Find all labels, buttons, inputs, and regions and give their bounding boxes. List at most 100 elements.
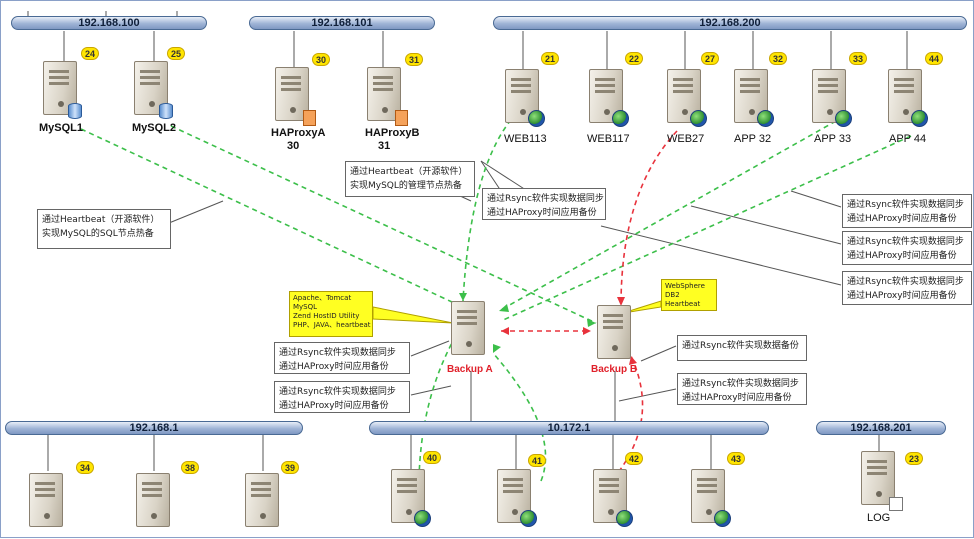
server-label-app32: APP 32 (734, 133, 772, 145)
server-badge-43: 43 (727, 452, 745, 465)
server-sublabel-haproxyB: 31 (378, 140, 391, 152)
server-label-web113: WEB113 (504, 133, 547, 145)
server-mysql2[interactable] (130, 61, 176, 123)
server-backup-b[interactable] (593, 305, 639, 367)
server-39[interactable] (241, 473, 287, 535)
server-log[interactable] (857, 451, 903, 513)
server-38[interactable] (132, 473, 178, 535)
callout-backup-a: Apache、Tomcat MySQL Zend HostID Utility … (289, 291, 373, 337)
note-rsync-backup-a-1: 通过Rsync软件实现数据同步 通过HAProxy时间应用备份 (274, 342, 410, 374)
server-app33[interactable] (808, 69, 854, 131)
server-web117[interactable] (585, 69, 631, 131)
note-rsync-center: 通过Rsync软件实现数据同步 通过HAProxy时间应用备份 (482, 188, 606, 220)
server-badge-38: 38 (181, 461, 199, 474)
note-line: 通过HAProxy时间应用备份 (279, 362, 389, 372)
server-badge-34: 34 (76, 461, 94, 474)
server-badge-32: 32 (769, 52, 787, 65)
server-badge-25: 25 (167, 47, 185, 60)
server-backup-a[interactable] (447, 301, 493, 363)
server-tower (136, 473, 170, 527)
server-label-haproxyA: HAProxyA (271, 127, 326, 139)
note-heartbeat-sql: 通过Heartbeat（开源软件） 实现MySQL的SQL节点热备 (37, 209, 171, 249)
note-line: 通过HAProxy时间应用备份 (487, 208, 597, 218)
note-heartbeat-mgmt: 通过Heartbeat（开源软件） 实现MySQL的管理节点热备 (345, 161, 475, 197)
server-label-app44: APP 44 (889, 133, 927, 145)
callout-line: DB2 (665, 291, 680, 299)
note-line: 通过HAProxy时间应用备份 (847, 251, 957, 261)
note-rsync-right-2: 通过Rsync软件实现数据同步 通过HAProxy时间应用备份 (842, 231, 972, 265)
database-icon (159, 103, 173, 119)
globe-icon (757, 110, 774, 127)
server-badge-21: 21 (541, 52, 559, 65)
globe-icon (528, 110, 545, 127)
callout-line: Apache、Tomcat (293, 294, 352, 302)
note-line: 通过HAProxy时间应用备份 (847, 291, 957, 301)
server-badge-24: 24 (81, 47, 99, 60)
note-rsync-right-3: 通过Rsync软件实现数据同步 通过HAProxy时间应用备份 (842, 271, 972, 305)
globe-icon (414, 510, 431, 527)
note-line: 通过HAProxy时间应用备份 (682, 393, 792, 403)
server-label-web117: WEB117 (587, 133, 630, 145)
callout-line: WebSphere (665, 282, 705, 290)
server-badge-41: 41 (528, 454, 546, 467)
globe-icon (835, 110, 852, 127)
server-40[interactable] (387, 469, 433, 531)
server-haproxyA[interactable] (271, 67, 317, 129)
server-label-backup-a: Backup A (447, 364, 493, 375)
server-label-haproxyB: HAProxyB (365, 127, 420, 139)
server-badge-33: 33 (849, 52, 867, 65)
note-line: 通过HAProxy时间应用备份 (847, 214, 957, 224)
note-line: 通过Rsync软件实现数据同步 (487, 194, 604, 204)
server-web113[interactable] (501, 69, 547, 131)
server-web27[interactable] (663, 69, 709, 131)
server-badge-27: 27 (701, 52, 719, 65)
callout-line: MySQL (293, 303, 318, 311)
globe-icon (520, 510, 537, 527)
network-bus-192-168-101: 192.168.101 (249, 16, 435, 30)
callout-line: PHP、JAVA、heartbeat (293, 321, 371, 329)
globe-icon (616, 510, 633, 527)
server-42[interactable] (589, 469, 635, 531)
server-label-app33: APP 33 (814, 133, 852, 145)
globe-icon (612, 110, 629, 127)
globe-icon (911, 110, 928, 127)
server-tower (245, 473, 279, 527)
server-sublabel-haproxyA: 30 (287, 140, 300, 152)
note-line: 通过Rsync软件实现数据同步 (847, 237, 964, 247)
note-rsync-backup-a-2: 通过Rsync软件实现数据同步 通过HAProxy时间应用备份 (274, 381, 410, 413)
network-bus-192-168-100: 192.168.100 (11, 16, 207, 30)
note-line: 通过Heartbeat（开源软件） (42, 215, 160, 225)
note-line: 通过Rsync软件实现数据同步 (279, 348, 396, 358)
note-line: 通过HAProxy时间应用备份 (279, 401, 389, 411)
server-tower (29, 473, 63, 527)
server-badge-39: 39 (281, 461, 299, 474)
server-app32[interactable] (730, 69, 776, 131)
note-rsync-right-1: 通过Rsync软件实现数据同步 通过HAProxy时间应用备份 (842, 194, 972, 228)
server-34[interactable] (25, 473, 71, 535)
note-line: 实现MySQL的SQL节点热备 (42, 229, 154, 239)
server-badge-42: 42 (625, 452, 643, 465)
database-icon (68, 103, 82, 119)
callout-backup-b: WebSphere DB2 Heartbeat (661, 279, 717, 311)
callout-line: Zend HostID Utility (293, 312, 360, 320)
server-badge-44: 44 (925, 52, 943, 65)
note-rsync-backup-b-2: 通过Rsync软件实现数据同步 通过HAProxy时间应用备份 (677, 373, 807, 405)
network-bus-192-168-200: 192.168.200 (493, 16, 967, 30)
note-line: 通过Heartbeat（开源软件） (350, 167, 468, 177)
globe-icon (714, 510, 731, 527)
paper-icon (889, 497, 903, 511)
server-haproxyB[interactable] (363, 67, 409, 129)
note-line: 通过Rsync软件实现数据备份 (682, 341, 799, 351)
document-icon (395, 110, 408, 126)
document-icon (303, 110, 316, 126)
network-bus-192-168-201: 192.168.201 (816, 421, 946, 435)
server-43[interactable] (687, 469, 733, 531)
server-41[interactable] (493, 469, 539, 531)
server-tower (451, 301, 485, 355)
server-mysql1[interactable] (39, 61, 85, 123)
server-app44[interactable] (884, 69, 930, 131)
server-badge-22: 22 (625, 52, 643, 65)
server-label-mysql2: MySQL2 (132, 122, 177, 134)
note-line: 通过Rsync软件实现数据同步 (847, 277, 964, 287)
